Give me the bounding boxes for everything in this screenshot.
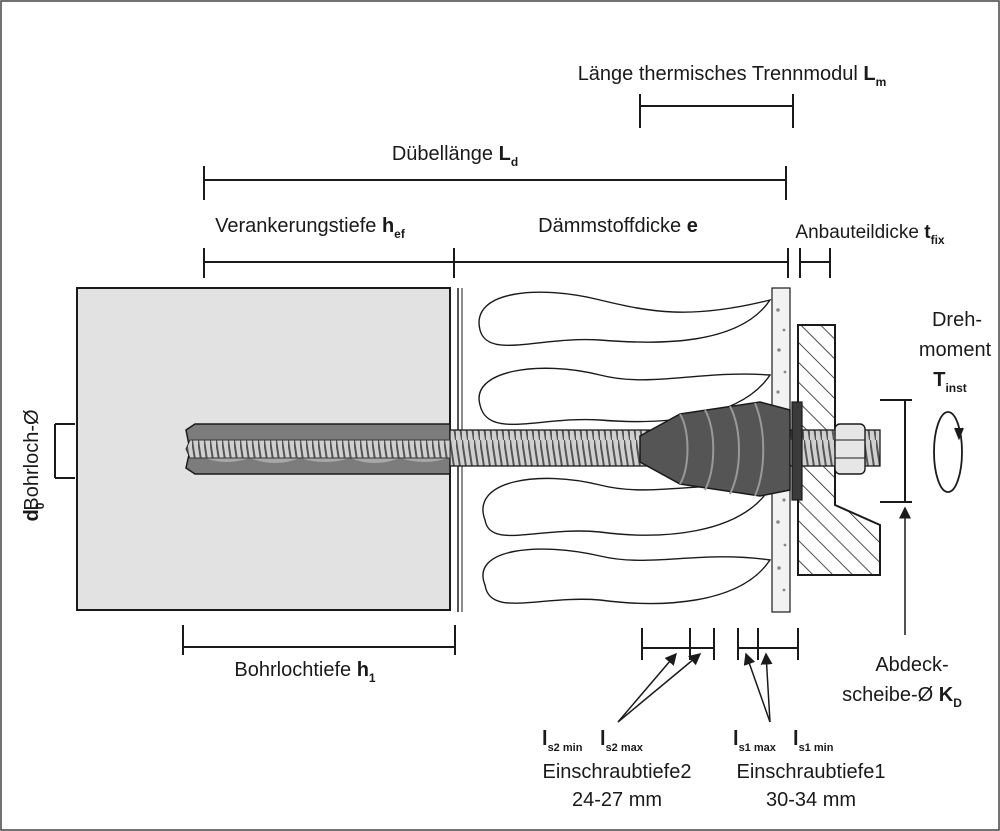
label-drill-diameter: Bohrloch-Ø (21, 409, 43, 510)
attachment-part (797, 324, 881, 576)
label-screw-depth-1-range: 30-34 mm (766, 789, 856, 811)
label-torque-symbol: Tinst (933, 369, 967, 395)
label-ls2-max: ls2 max (600, 728, 644, 754)
label-drill-diameter-symbol: d0 (21, 502, 47, 521)
label-screw-depth-2-range: 24-27 mm (572, 789, 662, 811)
rod-embedded (185, 439, 451, 459)
label-ls2-min: ls2 min (542, 728, 583, 754)
label-torque-2: moment (919, 339, 992, 361)
label-ls1-max: ls1 max (733, 728, 777, 754)
label-drill-depth: Bohrlochtiefe h1 (234, 659, 376, 685)
label-attachment-thickness: Anbauteildicke tfix (795, 222, 945, 247)
label-cover-washer-1: Abdeck- (875, 654, 948, 676)
label-cover-washer-2: scheibe-Ø KD (842, 684, 962, 710)
label-anchorage-depth: Verankerungstiefe hef (215, 215, 406, 241)
label-thermal-module-length: Länge thermisches Trennmodul Lm (578, 63, 887, 89)
leader-arrows (617, 506, 911, 723)
label-ls1-min: ls1 min (793, 728, 834, 754)
label-screw-depth-2: Einschraubtiefe2 (543, 761, 692, 783)
plaster-texture (776, 308, 787, 592)
label-anchor-length: Dübellänge Ld (392, 143, 518, 169)
module-ribs (679, 402, 765, 497)
label-insulation-thickness: Dämmstoffdicke e (538, 215, 698, 237)
torque-arrow-icon (933, 411, 964, 493)
dimension-lines (54, 94, 912, 660)
label-screw-depth-1: Einschraubtiefe1 (737, 761, 886, 783)
thermal-module (639, 401, 791, 497)
hex-nut (834, 423, 866, 475)
cover-washer (791, 401, 803, 501)
label-torque-1: Dreh- (932, 309, 982, 331)
